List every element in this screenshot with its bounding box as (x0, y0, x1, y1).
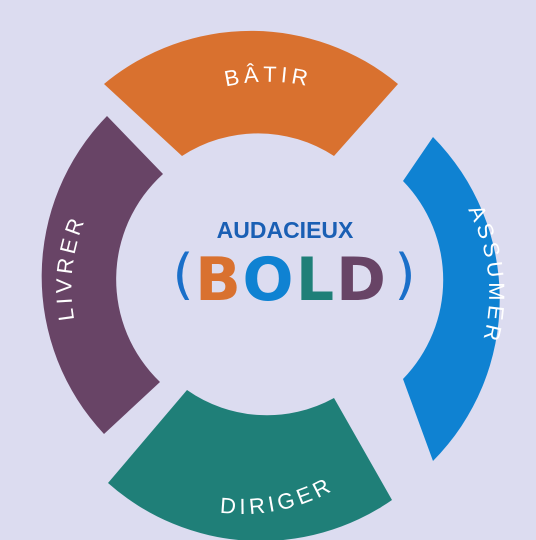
segment-diriger (108, 390, 392, 540)
bold-letter-b: B (195, 245, 241, 315)
segment-batir (104, 30, 398, 156)
center-title: AUDACIEUX (217, 217, 354, 243)
paren-close: ) (394, 243, 415, 306)
segment-livrer (41, 116, 163, 434)
bold-letter-l: L (296, 245, 334, 315)
segment-assumer (403, 137, 500, 461)
label-batir: BÂTIR (222, 62, 314, 92)
bold-letter-d: D (336, 245, 386, 315)
paren-open: ( (172, 243, 193, 306)
bold-letter-o: O (242, 245, 293, 315)
